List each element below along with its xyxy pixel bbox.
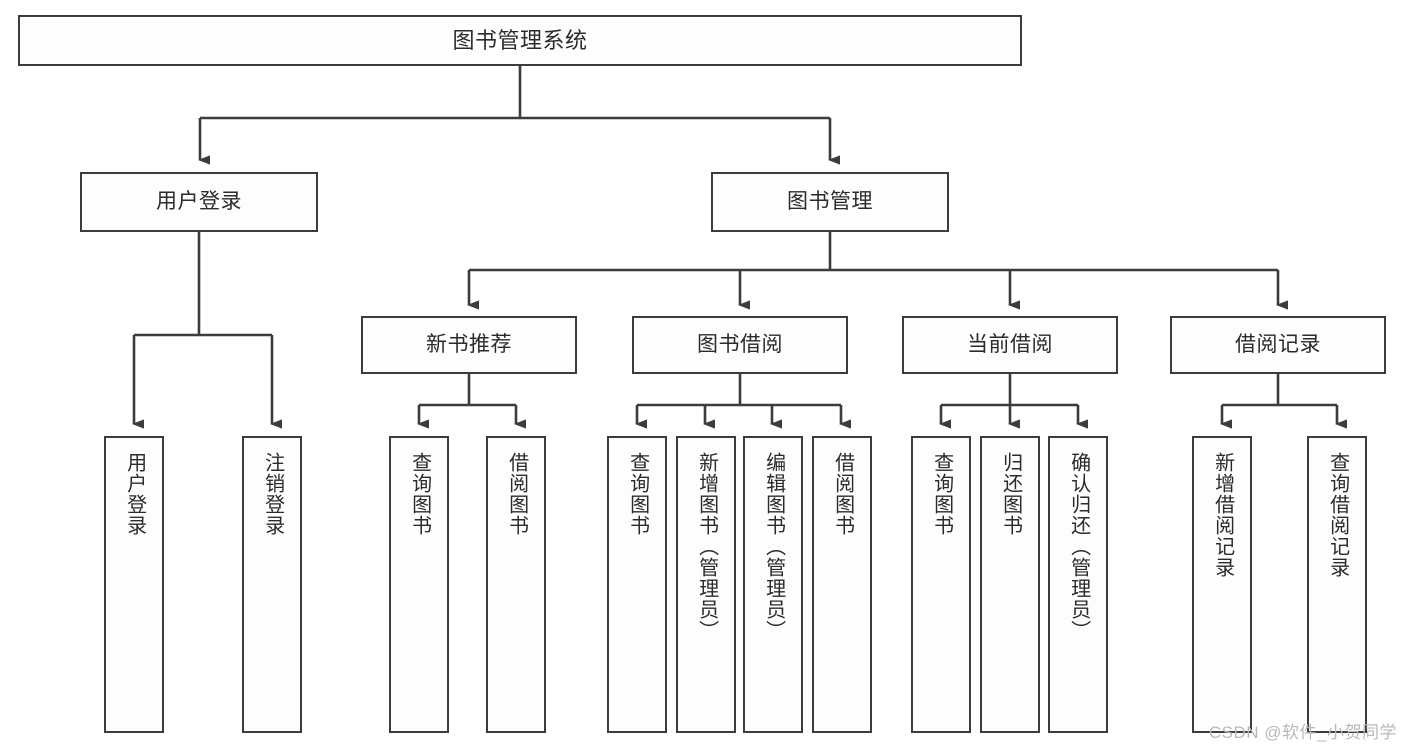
node-borrow-record-label: 借阅记录 <box>1235 332 1321 356</box>
node-leaf-user-login-label: 用户登录 <box>123 452 146 536</box>
node-leaf-borrow-book-1[interactable]: 借阅图书 <box>486 436 546 733</box>
node-current-borrow-label: 当前借阅 <box>967 332 1053 356</box>
node-leaf-confirm-return-label: 确认归还（管理员） <box>1067 452 1090 641</box>
node-leaf-add-record-label: 新增借阅记录 <box>1211 452 1234 578</box>
node-leaf-query-book-2-label: 查询图书 <box>626 452 649 536</box>
node-leaf-add-book-label: 新增图书（管理员） <box>695 452 718 641</box>
node-leaf-edit-book[interactable]: 编辑图书（管理员） <box>743 436 803 733</box>
node-leaf-query-record[interactable]: 查询借阅记录 <box>1307 436 1367 733</box>
node-leaf-borrow-book-2-label: 借阅图书 <box>831 452 854 536</box>
node-leaf-user-login[interactable]: 用户登录 <box>104 436 164 733</box>
node-leaf-return-book-label: 归还图书 <box>999 452 1022 536</box>
node-leaf-borrow-book-2[interactable]: 借阅图书 <box>812 436 872 733</box>
node-leaf-confirm-return[interactable]: 确认归还（管理员） <box>1048 436 1108 733</box>
node-leaf-user-logout[interactable]: 注销登录 <box>242 436 302 733</box>
node-leaf-add-book[interactable]: 新增图书（管理员） <box>676 436 736 733</box>
node-book-borrow[interactable]: 图书借阅 <box>632 316 848 374</box>
node-leaf-borrow-book-1-label: 借阅图书 <box>505 452 528 536</box>
node-user-login[interactable]: 用户登录 <box>80 172 318 232</box>
node-leaf-user-logout-label: 注销登录 <box>261 452 284 536</box>
node-leaf-query-book-3[interactable]: 查询图书 <box>911 436 971 733</box>
node-root-label: 图书管理系统 <box>452 27 588 53</box>
node-root[interactable]: 图书管理系统 <box>18 15 1022 66</box>
node-borrow-record[interactable]: 借阅记录 <box>1170 316 1386 374</box>
node-leaf-query-book-2[interactable]: 查询图书 <box>607 436 667 733</box>
node-leaf-edit-book-label: 编辑图书（管理员） <box>762 452 785 641</box>
node-leaf-query-record-label: 查询借阅记录 <box>1326 452 1349 578</box>
node-leaf-query-book-3-label: 查询图书 <box>930 452 953 536</box>
node-user-login-label: 用户登录 <box>156 189 242 213</box>
node-leaf-query-book-1[interactable]: 查询图书 <box>389 436 449 733</box>
node-leaf-query-book-1-label: 查询图书 <box>408 452 431 536</box>
node-book-borrow-label: 图书借阅 <box>697 332 783 356</box>
node-leaf-add-record[interactable]: 新增借阅记录 <box>1192 436 1252 733</box>
node-new-book-recommend-label: 新书推荐 <box>426 332 512 356</box>
node-book-manage-label: 图书管理 <box>787 189 873 213</box>
node-leaf-return-book[interactable]: 归还图书 <box>980 436 1040 733</box>
csdn-watermark: CSDN @软件_小贺同学 <box>1208 723 1397 742</box>
node-new-book-recommend[interactable]: 新书推荐 <box>361 316 577 374</box>
node-book-manage[interactable]: 图书管理 <box>711 172 949 232</box>
node-current-borrow[interactable]: 当前借阅 <box>902 316 1118 374</box>
